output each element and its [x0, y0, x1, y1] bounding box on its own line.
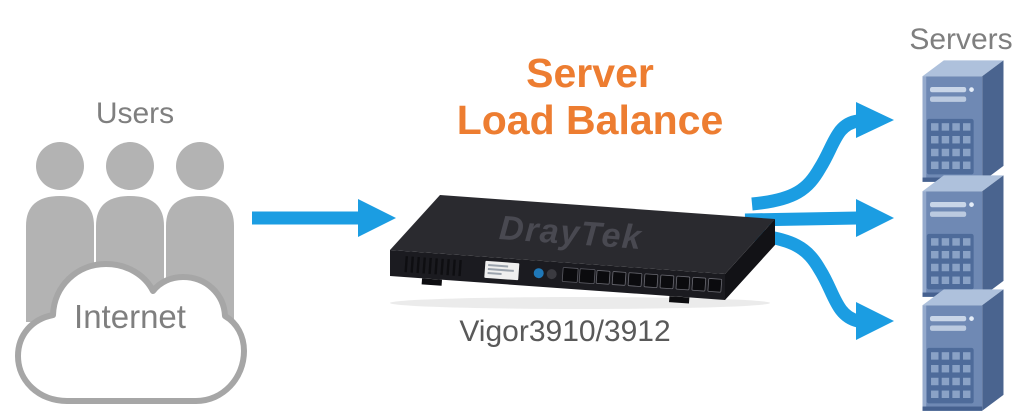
- router-foot: [421, 278, 443, 286]
- front-label-sticker: [484, 260, 520, 281]
- usb-port-icon: [533, 268, 544, 279]
- arrow-router-to-server3-icon: [744, 227, 894, 340]
- server-tower-icon: [922, 289, 1004, 411]
- server-tower-icon: [922, 175, 1004, 297]
- server-icon-1: [922, 60, 1004, 182]
- router-front-panel: [404, 256, 723, 304]
- internet-cloud-icon: [15, 261, 247, 404]
- sfp-ports-icon: [561, 267, 596, 285]
- arrow-users-to-router-icon: [252, 199, 396, 237]
- router-side-face: [725, 219, 775, 300]
- router-top-face: [390, 195, 775, 274]
- device-model-label: Vigor3910/3912: [459, 315, 671, 348]
- router-icon: DrayTek: [390, 195, 775, 309]
- arrow-router-to-server1-icon: [751, 102, 894, 211]
- servers-label: Servers: [909, 23, 1013, 56]
- router-foot: [668, 296, 690, 304]
- users-group-icon: [15, 142, 247, 404]
- diagram-title: Server Load Balance: [370, 50, 810, 144]
- title-line-1: Server: [526, 50, 654, 96]
- ethernet-ports-icon: [595, 270, 723, 293]
- server-icon-2: [922, 175, 1004, 297]
- vent-grill-icon: [404, 256, 462, 277]
- users-label: Users: [95, 97, 175, 130]
- server-icon-3: [922, 289, 1004, 411]
- router-front-face: [390, 250, 725, 300]
- usb-port-icon: [546, 269, 557, 280]
- title-line-2: Load Balance: [456, 97, 724, 143]
- server-tower-icon: [922, 60, 1004, 182]
- internet-label: Internet: [74, 298, 186, 335]
